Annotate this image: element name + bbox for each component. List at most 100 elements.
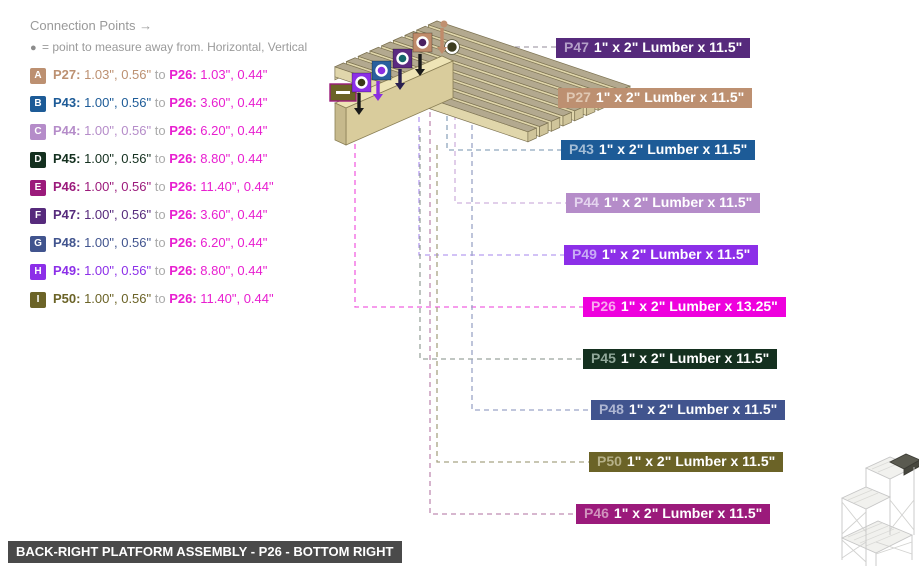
row-letter-badge: I <box>30 291 46 308</box>
down-arrow <box>415 54 425 76</box>
row-ref-label: P26: <box>169 123 201 138</box>
row-part-coords: 1.00", 0.56" <box>84 207 152 222</box>
callout-part-id: P45 <box>591 350 616 366</box>
connection-marker-dash <box>329 83 357 102</box>
tan-point-dot <box>440 20 448 28</box>
callout-part-id: P27 <box>566 89 591 105</box>
assembly-thumbnail <box>840 453 919 566</box>
connection-marker-purple <box>392 48 413 69</box>
leader-line-P49 <box>418 90 564 256</box>
row-ref-label: P26: <box>169 263 201 278</box>
callout-text: 1" x 2" Lumber x 11.5" <box>603 194 753 210</box>
row-ref-coords: 3.60", 0.44" <box>200 95 268 110</box>
row-part-label: P46: <box>53 179 85 194</box>
row-part-coords: 1.00", 0.56" <box>84 263 152 278</box>
row-part-label: P45: <box>53 151 85 166</box>
callout-part-id: P46 <box>584 505 609 521</box>
leader-line-P26 <box>354 108 583 308</box>
row-part-label: P48: <box>53 235 85 250</box>
leader-line-P50 <box>436 145 589 463</box>
row-ref-coords: 6.20", 0.44" <box>200 235 268 250</box>
leader-line-P44 <box>454 52 566 204</box>
row-to-text: to <box>151 263 170 278</box>
callout-text: 1" x 2" Lumber x 11.5" <box>628 401 778 417</box>
row-ref-coords: 11.40", 0.44" <box>200 291 274 306</box>
row-to-text: to <box>151 151 170 166</box>
down-arrow <box>395 69 405 90</box>
row-letter-badge: B <box>30 95 46 112</box>
callout-part-id: P26 <box>591 298 616 314</box>
callout-text: 1" x 2" Lumber x 11.5" <box>598 141 748 157</box>
callout-text: 1" x 2" Lumber x 11.5" <box>620 350 770 366</box>
row-letter-badge: D <box>30 151 46 168</box>
callout-part-id: P44 <box>574 194 599 210</box>
row-ref-coords: 6.20", 0.44" <box>200 123 268 138</box>
row-part-coords: 1.03", 0.56" <box>84 67 152 82</box>
row-ref-label: P26: <box>169 67 201 82</box>
leader-line-P45 <box>419 128 583 360</box>
callout-text: 1" x 2" Lumber x 11.5" <box>601 246 751 262</box>
connection-row-P48: G P48: 1.00", 0.56" to P26: 6.20", 0.44" <box>30 235 267 252</box>
row-to-text: to <box>151 291 170 306</box>
row-part-label: P27: <box>53 67 85 82</box>
down-arrow <box>354 93 364 115</box>
callout-text: 1" x 2" Lumber x 11.5" <box>593 39 743 55</box>
row-part-coords: 1.00", 0.56" <box>84 235 152 250</box>
footer-title-bar: BACK-RIGHT PLATFORM ASSEMBLY - P26 - BOT… <box>8 541 402 563</box>
connection-marker-tan <box>412 32 433 53</box>
leader-line-P48 <box>471 98 591 411</box>
callout-part-id: P50 <box>597 453 622 469</box>
row-part-coords: 1.00", 0.56" <box>84 179 152 194</box>
callout-part-id: P43 <box>569 141 594 157</box>
row-ref-label: P26: <box>169 95 201 110</box>
down-arrows <box>354 28 447 115</box>
row-to-text: to <box>151 235 170 250</box>
measure-point-dot <box>444 39 460 55</box>
row-ref-label: P26: <box>169 291 201 306</box>
row-letter-badge: G <box>30 235 46 252</box>
connection-markers <box>329 20 460 102</box>
measure-legend: ● = point to measure away from. Horizont… <box>30 40 307 54</box>
row-ref-label: P26: <box>169 235 201 250</box>
callout-text: 1" x 2" Lumber x 11.5" <box>613 505 763 521</box>
callout-part-id: P47 <box>564 39 589 55</box>
measure-legend-text: = point to measure away from. Horizontal… <box>42 40 308 54</box>
callout-part-id: P49 <box>572 246 597 262</box>
row-ref-coords: 3.60", 0.44" <box>200 207 268 222</box>
row-part-coords: 1.00", 0.56" <box>84 291 152 306</box>
lumber-slat-face <box>380 41 585 112</box>
row-part-label: P43: <box>53 95 85 110</box>
row-ref-coords: 8.80", 0.44" <box>200 151 268 166</box>
row-letter-badge: A <box>30 67 46 84</box>
row-ref-coords: 1.03", 0.44" <box>200 67 268 82</box>
callout-text: 1" x 2" Lumber x 11.5" <box>626 453 776 469</box>
leader-line-P46 <box>429 112 576 515</box>
row-letter-badge: E <box>30 179 46 196</box>
row-letter-badge: H <box>30 263 46 280</box>
row-part-coords: 1.00", 0.56" <box>84 151 152 166</box>
down-arrow <box>373 81 383 101</box>
lumber-slat-face <box>357 52 561 122</box>
row-part-coords: 1.00", 0.56" <box>84 95 152 110</box>
measure-point-icon: ● <box>30 42 37 54</box>
row-part-coords: 1.00", 0.56" <box>84 123 152 138</box>
callout-text: 1" x 2" Lumber x 11.5" <box>595 89 745 105</box>
row-ref-label: P26: <box>169 179 201 194</box>
row-part-label: P49: <box>53 263 85 278</box>
